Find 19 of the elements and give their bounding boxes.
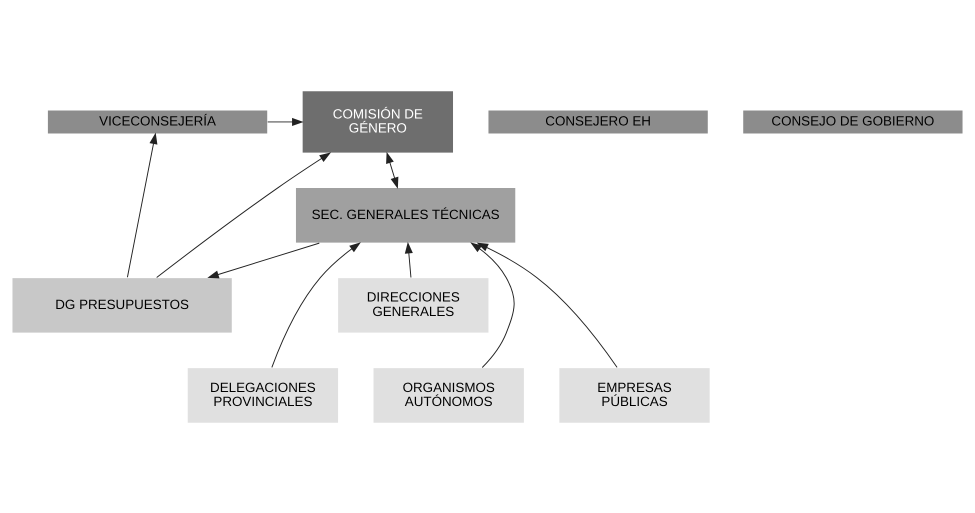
node-box: DG PRESUPUESTOS — [12, 276, 233, 334]
arrow — [126, 132, 158, 278]
node-box: VICECONSEJERÍA — [46, 109, 268, 134]
arrow — [476, 242, 618, 368]
arrow — [267, 117, 304, 126]
node-box: DIRECCIONES GENERALES — [337, 276, 490, 334]
arrow — [156, 152, 331, 278]
arrow — [470, 242, 515, 368]
node-box: EMPRESAS PÚBLICAS — [558, 366, 711, 424]
arrow — [386, 151, 398, 188]
arrow — [271, 242, 361, 368]
node-box: COMISIÓN DE GÉNERO — [302, 90, 454, 154]
node-box: SEC. GENERALES TÉCNICAS — [295, 186, 516, 244]
node-box: CONSEJO DE GOBIERNO — [742, 109, 964, 134]
node-box: CONSEJERO EH — [488, 109, 709, 134]
arrow — [404, 241, 413, 278]
node-box: DELEGACIONES PROVINCIALES — [186, 366, 340, 424]
node-box: ORGANISMOS AUTÓNOMOS — [372, 366, 525, 424]
arrow — [207, 242, 320, 278]
